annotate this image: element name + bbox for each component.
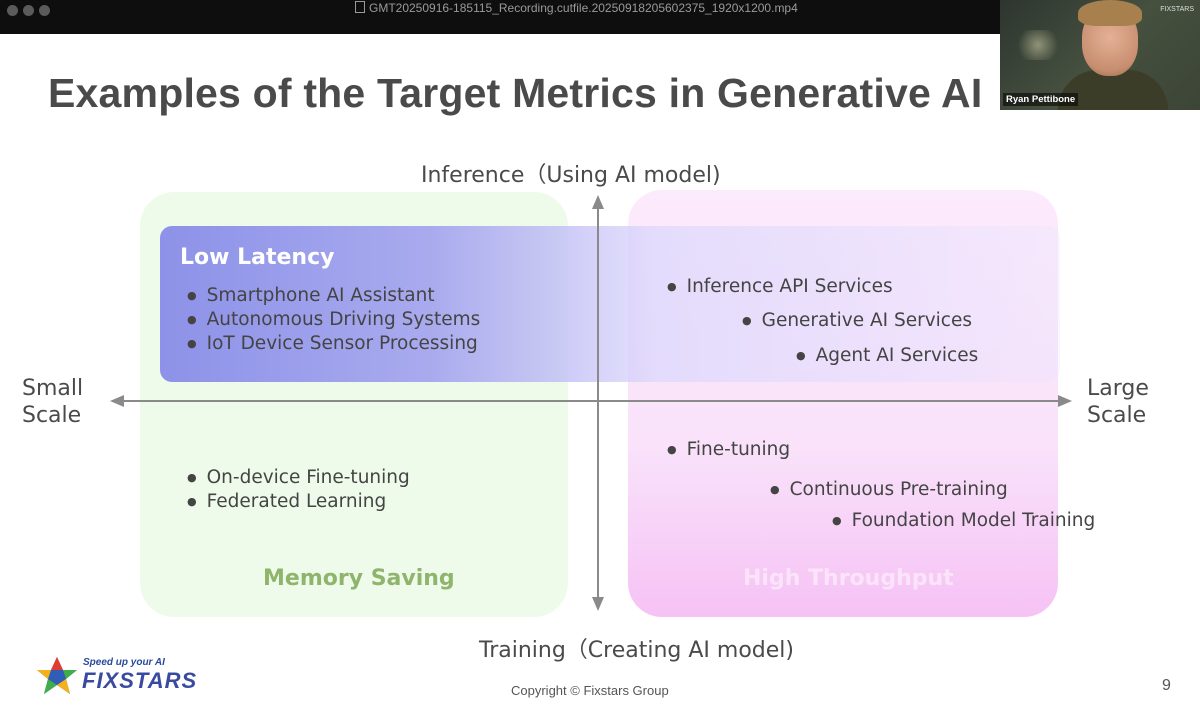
up-arrow-icon: [592, 195, 604, 209]
video-overlay-logo: FIXSTARS: [1160, 6, 1194, 13]
list-item: Foundation Model Training: [832, 509, 1096, 533]
low-latency-list: Smartphone AI Assistant Autonomous Drivi…: [187, 284, 481, 356]
small-scale-label: Scale: [22, 403, 82, 428]
list-item: Generative AI Services: [742, 309, 972, 333]
list-item: Agent AI Services: [796, 344, 979, 368]
list-item: Autonomous Driving Systems: [187, 308, 481, 332]
participant-video[interactable]: FIXSTARS Ryan Pettibone: [1000, 0, 1200, 110]
large-label: Large: [1087, 376, 1149, 401]
memory-saving-label: Memory Saving: [263, 566, 455, 591]
page-number: 9: [1162, 677, 1171, 694]
list-item: Federated Learning: [187, 490, 410, 514]
high-throughput-label: High Throughput: [743, 566, 954, 591]
logo-brand: FIXSTARS: [82, 668, 198, 693]
down-arrow-icon: [592, 597, 604, 611]
large-scale-label: Scale: [1087, 403, 1147, 428]
list-item: On-device Fine-tuning: [187, 466, 410, 490]
small-label: Small: [22, 376, 84, 401]
background-lights: [1008, 30, 1068, 60]
right-arrow-icon: [1058, 395, 1072, 407]
axis-label-large-scale: Large Scale: [1087, 375, 1149, 429]
fixstars-logo: Speed up your AI FIXSTARS: [35, 655, 196, 697]
document-icon: [355, 1, 365, 13]
participant-name: Ryan Pettibone: [1003, 93, 1079, 106]
participant-hair: [1078, 0, 1142, 26]
file-name: GMT20250916-185115_Recording.cutfile.202…: [369, 1, 798, 15]
axis-label-training: Training（Creating AI model): [479, 638, 795, 663]
low-latency-title: Low Latency: [180, 245, 335, 270]
axis-label-small-scale: Small Scale: [22, 375, 83, 429]
list-item: Continuous Pre-training: [770, 478, 1008, 502]
minimize-window-button[interactable]: [23, 5, 34, 16]
memory-saving-list: On-device Fine-tuning Federated Learning: [187, 466, 410, 514]
zoom-window-button[interactable]: [39, 5, 50, 16]
window-title: GMT20250916-185115_Recording.cutfile.202…: [355, 1, 798, 15]
copyright: Copyright © Fixstars Group: [511, 683, 669, 698]
left-arrow-icon: [110, 395, 124, 407]
star-logo-icon: [37, 657, 77, 694]
list-item: Inference API Services: [667, 275, 893, 299]
logo-tagline: Speed up your AI: [83, 657, 165, 668]
list-item: IoT Device Sensor Processing: [187, 332, 480, 356]
list-item: Smartphone AI Assistant: [187, 284, 480, 308]
close-window-button[interactable]: [7, 5, 18, 16]
axis-label-inference: Inference（Using AI model): [421, 163, 721, 188]
slide-title: Examples of the Target Metrics in Genera…: [48, 70, 983, 116]
list-item: Fine-tuning: [667, 438, 791, 462]
